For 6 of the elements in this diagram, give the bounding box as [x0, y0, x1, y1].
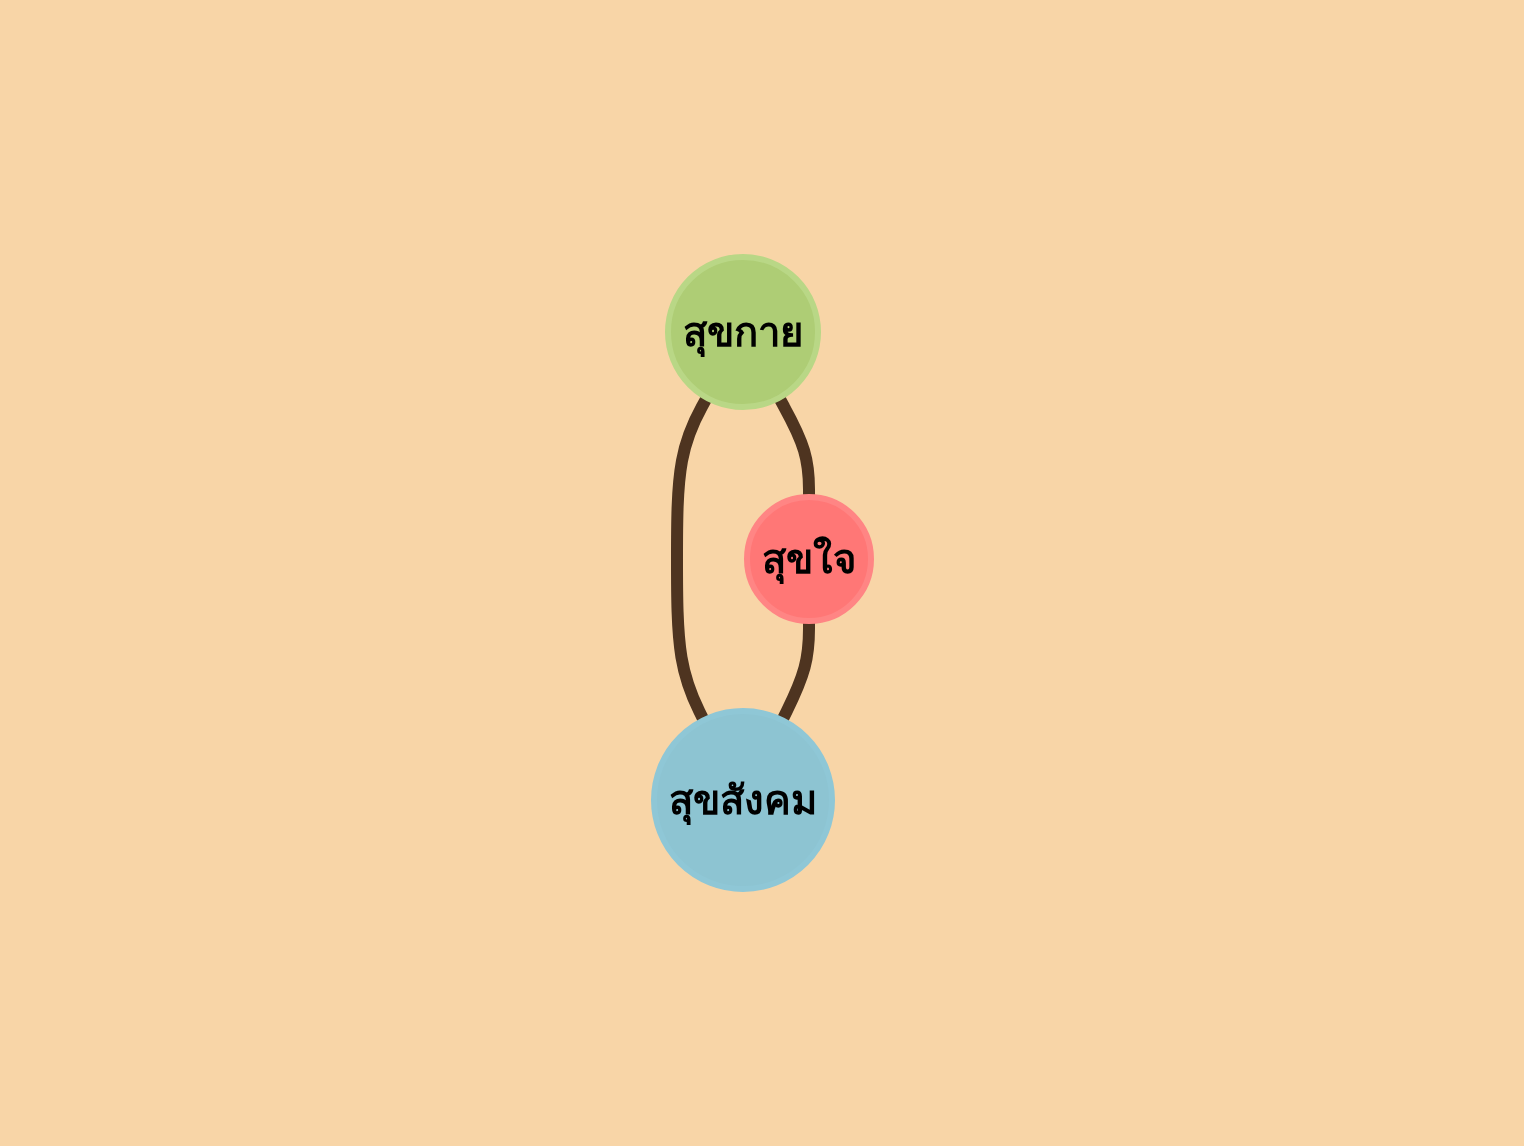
connector	[773, 394, 815, 497]
node-circle: สุขใจ	[743, 494, 874, 624]
node-circle: สุขกาย	[664, 254, 821, 410]
connector	[670, 394, 712, 723]
connector	[776, 621, 815, 723]
node-circle: สุขสังคม	[650, 708, 835, 892]
